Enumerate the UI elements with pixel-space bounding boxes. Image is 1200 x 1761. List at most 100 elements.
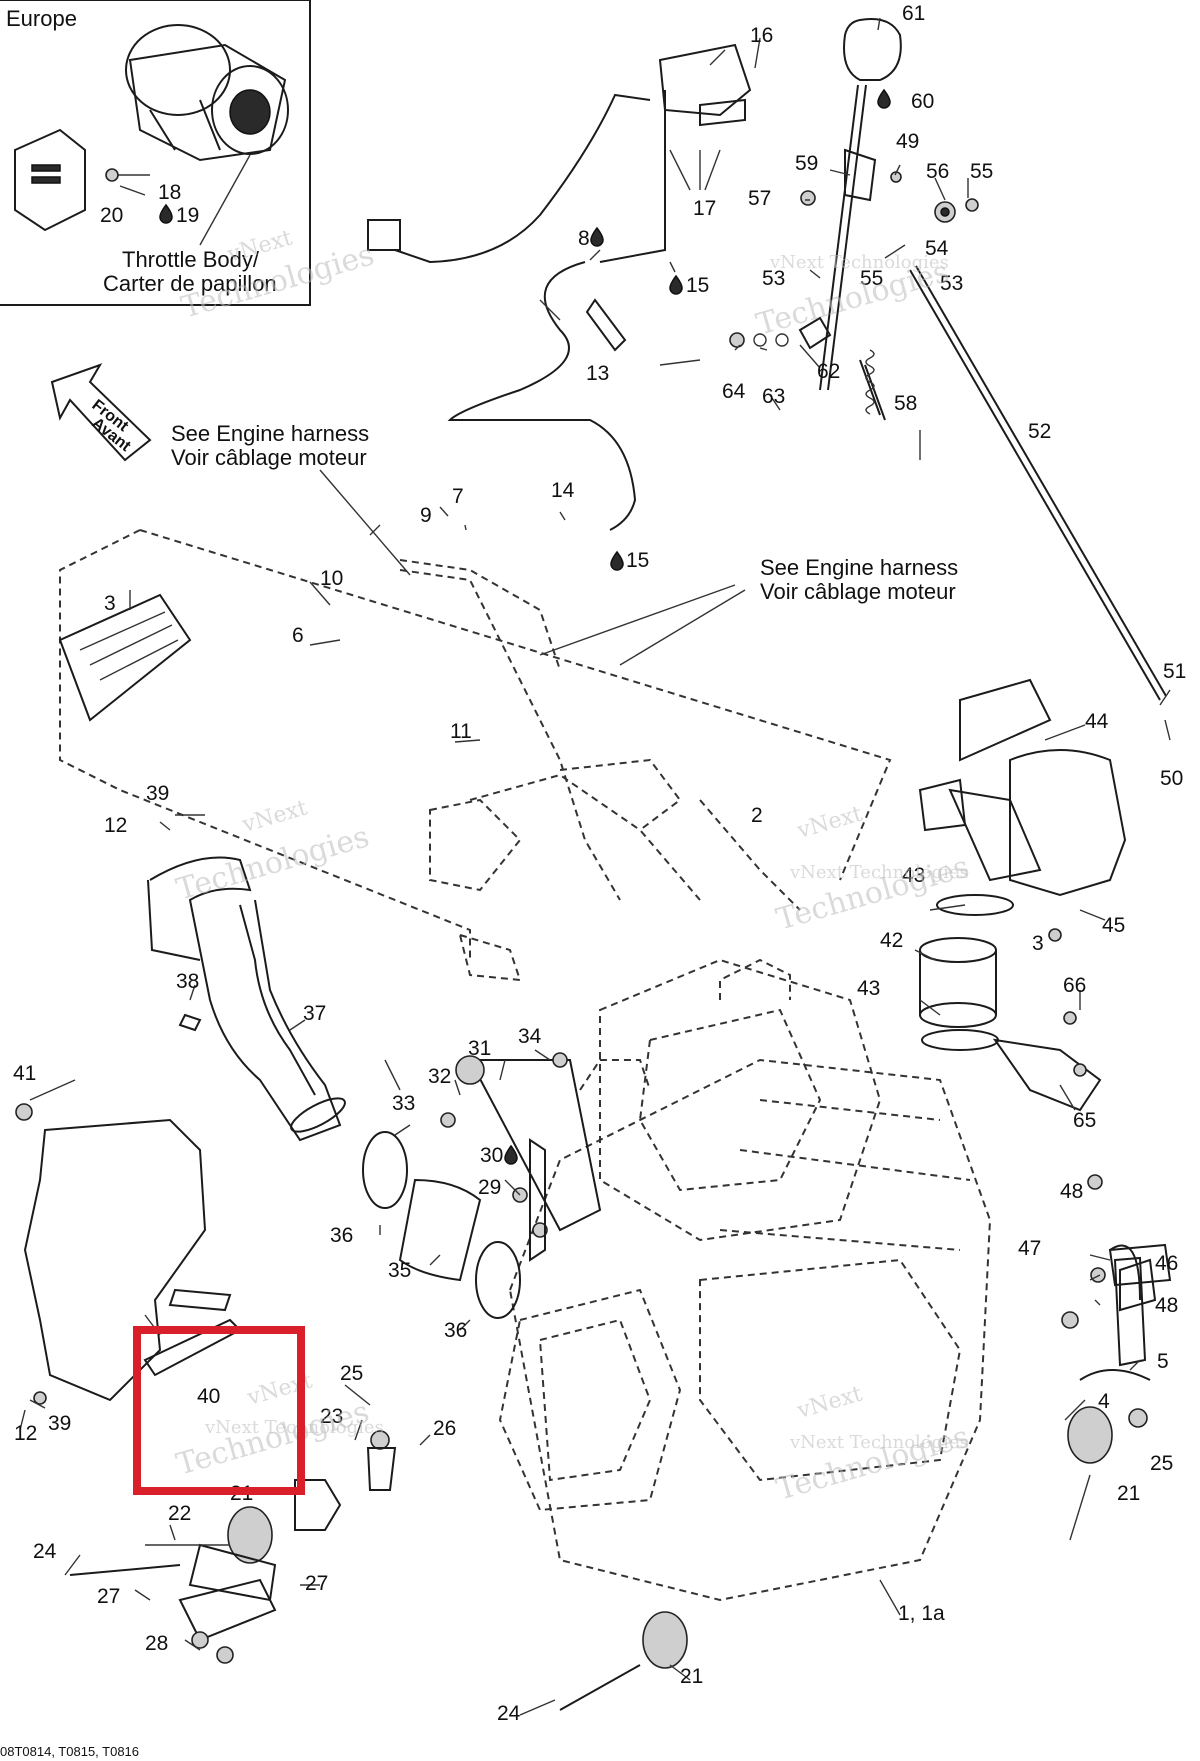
callout-53-right: 53 <box>940 272 963 295</box>
callout-53-left: 53 <box>762 267 785 290</box>
callout-43-lower: 43 <box>857 977 880 1000</box>
callout-37: 37 <box>303 1002 326 1025</box>
heat-shield <box>15 1103 242 1405</box>
watermark-combined: vNext Technologies <box>769 252 949 273</box>
callout-24-bottom: 24 <box>497 1702 521 1725</box>
callout-14: 14 <box>551 479 575 502</box>
callout-49: 49 <box>896 130 919 153</box>
callout-57: 57 <box>748 187 771 210</box>
callout-21-right: 21 <box>1117 1482 1140 1505</box>
callout-6: 6 <box>292 624 304 647</box>
callout-65: 65 <box>1073 1109 1096 1132</box>
callout-39-top: 39 <box>146 782 169 805</box>
oil-drop-icon <box>504 1144 518 1165</box>
callout-59: 59 <box>795 152 818 175</box>
watermark-combined: vNext Technologies <box>204 1417 384 1438</box>
watermarks: vNext Technologies vNext Technologies Te… <box>173 226 974 1508</box>
callout-36-top: 36 <box>330 1224 353 1247</box>
oil-drop-icon <box>610 550 624 571</box>
callout-42: 42 <box>880 929 903 952</box>
engine-harness-outline <box>59 529 892 982</box>
callout-41: 41 <box>13 1062 36 1085</box>
callout-47: 47 <box>1018 1237 1041 1260</box>
callout-50: 50 <box>1160 767 1183 790</box>
callout-labels: 16 61 60 49 59 56 55 57 17 54 8 15 53 55… <box>13 2 1186 1725</box>
oil-drop-icon <box>590 226 604 247</box>
callout-12-top: 12 <box>104 814 127 837</box>
engine-harness-note-2-fr: Voir câblage moteur <box>760 579 956 604</box>
callout-25-left: 25 <box>340 1362 363 1385</box>
engine-harness-note-1-en: See Engine harness <box>171 421 369 446</box>
intake-tube-right <box>918 678 1172 1381</box>
callout-40: 40 <box>197 1385 220 1408</box>
oil-drop-icon <box>669 274 683 295</box>
callout-66: 66 <box>1063 974 1086 997</box>
callout-4: 4 <box>1098 1390 1110 1413</box>
callout-18: 18 <box>158 181 181 204</box>
watermark-combined: vNext Technologies <box>789 1432 969 1453</box>
callout-26: 26 <box>433 1417 456 1440</box>
callout-51: 51 <box>1163 660 1186 683</box>
figure-reference-code: 08T0814, T0815, T0816 <box>0 1744 139 1759</box>
inset-region-label: Europe <box>6 6 77 31</box>
callout-62: 62 <box>817 360 840 383</box>
callout-55: 55 <box>970 160 993 183</box>
callout-43-top: 43 <box>902 864 925 887</box>
callout-leaders <box>19 17 1171 1716</box>
callout-17: 17 <box>693 197 716 220</box>
callout-3-left: 3 <box>104 592 116 615</box>
callout-5: 5 <box>1157 1350 1169 1373</box>
callout-3-right: 3 <box>1032 932 1044 955</box>
callout-1-1a: 1, 1a <box>898 1602 945 1625</box>
oil-drop-icon <box>877 88 891 109</box>
callout-61: 61 <box>902 2 925 25</box>
callout-34: 34 <box>518 1025 542 1048</box>
watermark-line1: vNext <box>239 796 310 839</box>
callout-33: 33 <box>392 1092 415 1115</box>
callout-20: 20 <box>100 204 123 227</box>
engine-block <box>498 958 992 1602</box>
callout-27-right: 27 <box>305 1572 328 1595</box>
callout-25-right: 25 <box>1150 1452 1173 1475</box>
callout-21-bottom: 21 <box>680 1665 703 1688</box>
callout-55-mid: 55 <box>860 267 883 290</box>
callout-32: 32 <box>428 1065 451 1088</box>
callout-45: 45 <box>1102 914 1125 937</box>
lubricant-drop-icons <box>159 88 891 1165</box>
callout-63: 63 <box>762 385 785 408</box>
watermark-combined: vNext Technologies <box>789 862 969 883</box>
callout-35: 35 <box>388 1259 411 1282</box>
callout-44: 44 <box>1085 710 1109 733</box>
highlight-box-part-40[interactable] <box>133 1326 305 1495</box>
harness-note-leaders <box>319 469 746 666</box>
front-direction-arrow: Front Avant <box>50 363 152 462</box>
callout-13: 13 <box>586 362 609 385</box>
watermark-line2: Technologies <box>173 819 374 907</box>
callout-31: 31 <box>468 1037 491 1060</box>
callout-58: 58 <box>894 392 917 415</box>
callout-28: 28 <box>145 1632 168 1655</box>
callout-15-lower: 15 <box>626 549 649 572</box>
callout-7: 7 <box>452 485 464 508</box>
callout-27-left: 27 <box>97 1585 120 1608</box>
callout-10: 10 <box>320 567 343 590</box>
callout-24-left: 24 <box>33 1540 57 1563</box>
engine-harness-note-1-fr: Voir câblage moteur <box>171 445 367 470</box>
callout-12-lower: 12 <box>14 1422 37 1445</box>
engine-harness-note-2-en: See Engine harness <box>760 555 958 580</box>
watermark-line1: vNext <box>794 1382 865 1425</box>
throttle-cable-assembly <box>367 43 752 531</box>
callout-9: 9 <box>420 504 432 527</box>
callout-46: 46 <box>1155 1252 1178 1275</box>
callout-39-lower: 39 <box>48 1412 71 1435</box>
engine-mounts <box>69 1138 1148 1711</box>
callout-2: 2 <box>751 804 763 827</box>
callout-11: 11 <box>450 720 472 743</box>
callout-48-top: 48 <box>1060 1180 1083 1203</box>
europe-inset: Europe Throttle Body/ Carter de papillon <box>0 0 311 306</box>
throttle-body-label-en: Throttle Body/ <box>122 247 260 272</box>
callout-52: 52 <box>1028 420 1051 443</box>
callout-38: 38 <box>176 970 199 993</box>
callout-22: 22 <box>168 1502 191 1525</box>
